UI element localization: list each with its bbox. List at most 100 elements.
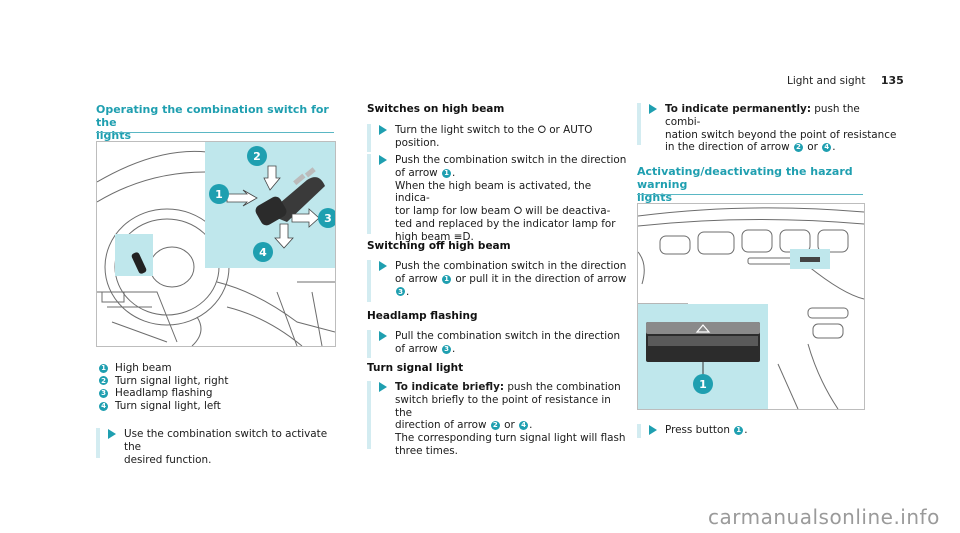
arrow-ref-2: 2 bbox=[793, 143, 803, 153]
step-line: Turn the light switch to the ⭘ or AUTO bbox=[395, 124, 593, 136]
step-arrow-icon bbox=[379, 331, 387, 341]
legend-number: 1 bbox=[99, 363, 108, 373]
running-header: Light and sight 135 bbox=[787, 74, 904, 87]
step-flash: Pull the combination switch in the direc… bbox=[367, 330, 629, 358]
step-indicate-permanently: To indicate permanently: push the combi-… bbox=[637, 103, 897, 154]
arrow-ref-2: 2 bbox=[490, 421, 500, 431]
arrow-ref-1: 1 bbox=[442, 274, 451, 284]
switches-on-title: Switches on high beam bbox=[367, 103, 505, 115]
callout-2 bbox=[247, 146, 267, 166]
step-line: switch briefly to the point of resistanc… bbox=[395, 393, 611, 419]
step-line: Press button 1. bbox=[665, 424, 748, 436]
legend-number: 3 bbox=[99, 388, 108, 398]
step-line: When the high beam is activated, the ind… bbox=[395, 179, 592, 205]
step-line: nation switch beyond the point of resist… bbox=[665, 128, 897, 141]
combination-switch-figure: 1 2 3 4 bbox=[96, 141, 338, 347]
step-bar bbox=[367, 330, 371, 358]
legend-text: Headlamp flashing bbox=[115, 387, 213, 400]
title-rule bbox=[96, 132, 334, 133]
hazard-title: Activating/deactivating the hazard warni… bbox=[637, 165, 863, 204]
legend-list: 1 High beam 2 Turn signal light, right 3… bbox=[98, 362, 228, 412]
legend-text: High beam bbox=[115, 362, 172, 374]
callout-3 bbox=[318, 208, 338, 228]
step-line: Push the combination switch in the direc… bbox=[395, 260, 627, 272]
step-line: The corresponding turn signal light will… bbox=[395, 432, 626, 445]
step-light-switch: Turn the light switch to the ⭘ or AUTO p… bbox=[367, 124, 627, 152]
step-line: To indicate briefly: push the combinatio… bbox=[395, 381, 621, 393]
step-text: Use the combination switch to activate t… bbox=[124, 428, 336, 466]
step-arrow-icon bbox=[108, 429, 116, 439]
step-bar bbox=[367, 260, 371, 302]
legend-item: 2 Turn signal light, right bbox=[98, 375, 228, 388]
arrow-ref-3: 3 bbox=[396, 287, 405, 297]
step-line: Use the combination switch to activate t… bbox=[124, 428, 328, 453]
switching-off-title: Switching off high beam bbox=[367, 240, 511, 252]
step-bar bbox=[96, 428, 100, 458]
legend-item: 4 Turn signal light, left bbox=[98, 400, 228, 413]
turn-signal-title: Turn signal light bbox=[367, 362, 464, 374]
step-arrow-icon bbox=[649, 104, 657, 114]
watermark: carmanualsonline.info bbox=[708, 505, 940, 529]
section-title-line1: Operating the combination switch for the bbox=[96, 103, 329, 129]
arrow-ref-4: 4 bbox=[519, 421, 529, 431]
callout-4-label: 4 bbox=[259, 246, 267, 259]
step-line: tor lamp for low beam ⭘ will be deactiva… bbox=[395, 205, 611, 218]
step-bar bbox=[637, 424, 641, 438]
hazard-callout-1-label: 1 bbox=[699, 378, 707, 391]
arrow-ref-4: 4 bbox=[822, 143, 832, 153]
step-line: of arrow 1 or pull it in the direction o… bbox=[395, 272, 627, 285]
step-text: Push the combination switch in the direc… bbox=[395, 154, 629, 244]
step-line: direction of arrow 2 or 4. bbox=[395, 419, 533, 432]
step-text: To indicate briefly: push the combinatio… bbox=[395, 381, 629, 458]
hazard-callout-1 bbox=[693, 374, 713, 394]
step-text: Turn the light switch to the ⭘ or AUTO p… bbox=[395, 124, 592, 152]
step-line: three times. bbox=[395, 444, 458, 457]
step-bar bbox=[367, 124, 371, 152]
step-arrow-icon bbox=[379, 382, 387, 392]
col1-title: Operating the combination switch for the… bbox=[96, 103, 334, 142]
step-line: high beam ≡D. bbox=[395, 230, 474, 243]
callout-2-label: 2 bbox=[253, 150, 261, 163]
step-arrow-icon bbox=[379, 125, 387, 135]
step-line: of arrow 3. bbox=[395, 342, 456, 355]
callout-1-label: 1 bbox=[215, 188, 223, 201]
step-switch-off: Push the combination switch in the direc… bbox=[367, 260, 629, 302]
step-line: ted and replaced by the indicator lamp f… bbox=[395, 217, 616, 230]
step-arrow-icon bbox=[379, 155, 387, 165]
legend-number: 4 bbox=[99, 401, 108, 411]
legend-number: 2 bbox=[99, 376, 108, 386]
step-line: desired function. bbox=[124, 453, 212, 466]
step-bar bbox=[637, 103, 641, 145]
button-ref-1: 1 bbox=[734, 425, 744, 435]
col1-step: Use the combination switch to activate t… bbox=[96, 428, 336, 466]
hazard-title-line1: Activating/deactivating the hazard warni… bbox=[637, 165, 853, 191]
step-arrow-icon bbox=[379, 261, 387, 271]
callout-1 bbox=[209, 184, 229, 204]
callout-4 bbox=[253, 242, 273, 262]
step-text: Push the combination switch in the direc… bbox=[395, 260, 626, 302]
legend-item: 1 High beam bbox=[98, 362, 228, 375]
headlamp-flashing-title: Headlamp flashing bbox=[367, 310, 478, 322]
dashboard-illustration: 1 bbox=[637, 207, 865, 410]
step-bar bbox=[367, 381, 371, 449]
legend-item: 3 Headlamp flashing bbox=[98, 387, 228, 400]
hazard-button-figure: 1 bbox=[637, 203, 865, 410]
step-line: of arrow 1. bbox=[395, 166, 456, 179]
step-indicate-briefly: To indicate briefly: push the combinatio… bbox=[367, 381, 629, 458]
page-number: 135 bbox=[880, 74, 904, 87]
step-push-switch: Push the combination switch in the direc… bbox=[367, 154, 629, 244]
legend-text: Turn signal light, left bbox=[115, 399, 221, 412]
step-text: To indicate permanently: push the combi-… bbox=[665, 103, 897, 154]
legend-text: Turn signal light, right bbox=[115, 374, 229, 387]
hazard-title-rule bbox=[637, 194, 863, 195]
step-line: Pull the combination switch in the direc… bbox=[395, 330, 621, 342]
header-section: Light and sight bbox=[787, 75, 866, 87]
step-line: 3. bbox=[395, 286, 626, 299]
step-press-button: Press button 1. bbox=[637, 424, 863, 438]
callout-3-label: 3 bbox=[324, 212, 332, 225]
arrow-ref-1: 1 bbox=[442, 168, 451, 178]
step-bar bbox=[367, 154, 371, 234]
step-line: in the direction of arrow 2 or 4. bbox=[665, 141, 836, 154]
step-line: Push the combination switch in the direc… bbox=[395, 154, 627, 166]
step-text: Pull the combination switch in the direc… bbox=[395, 330, 620, 358]
